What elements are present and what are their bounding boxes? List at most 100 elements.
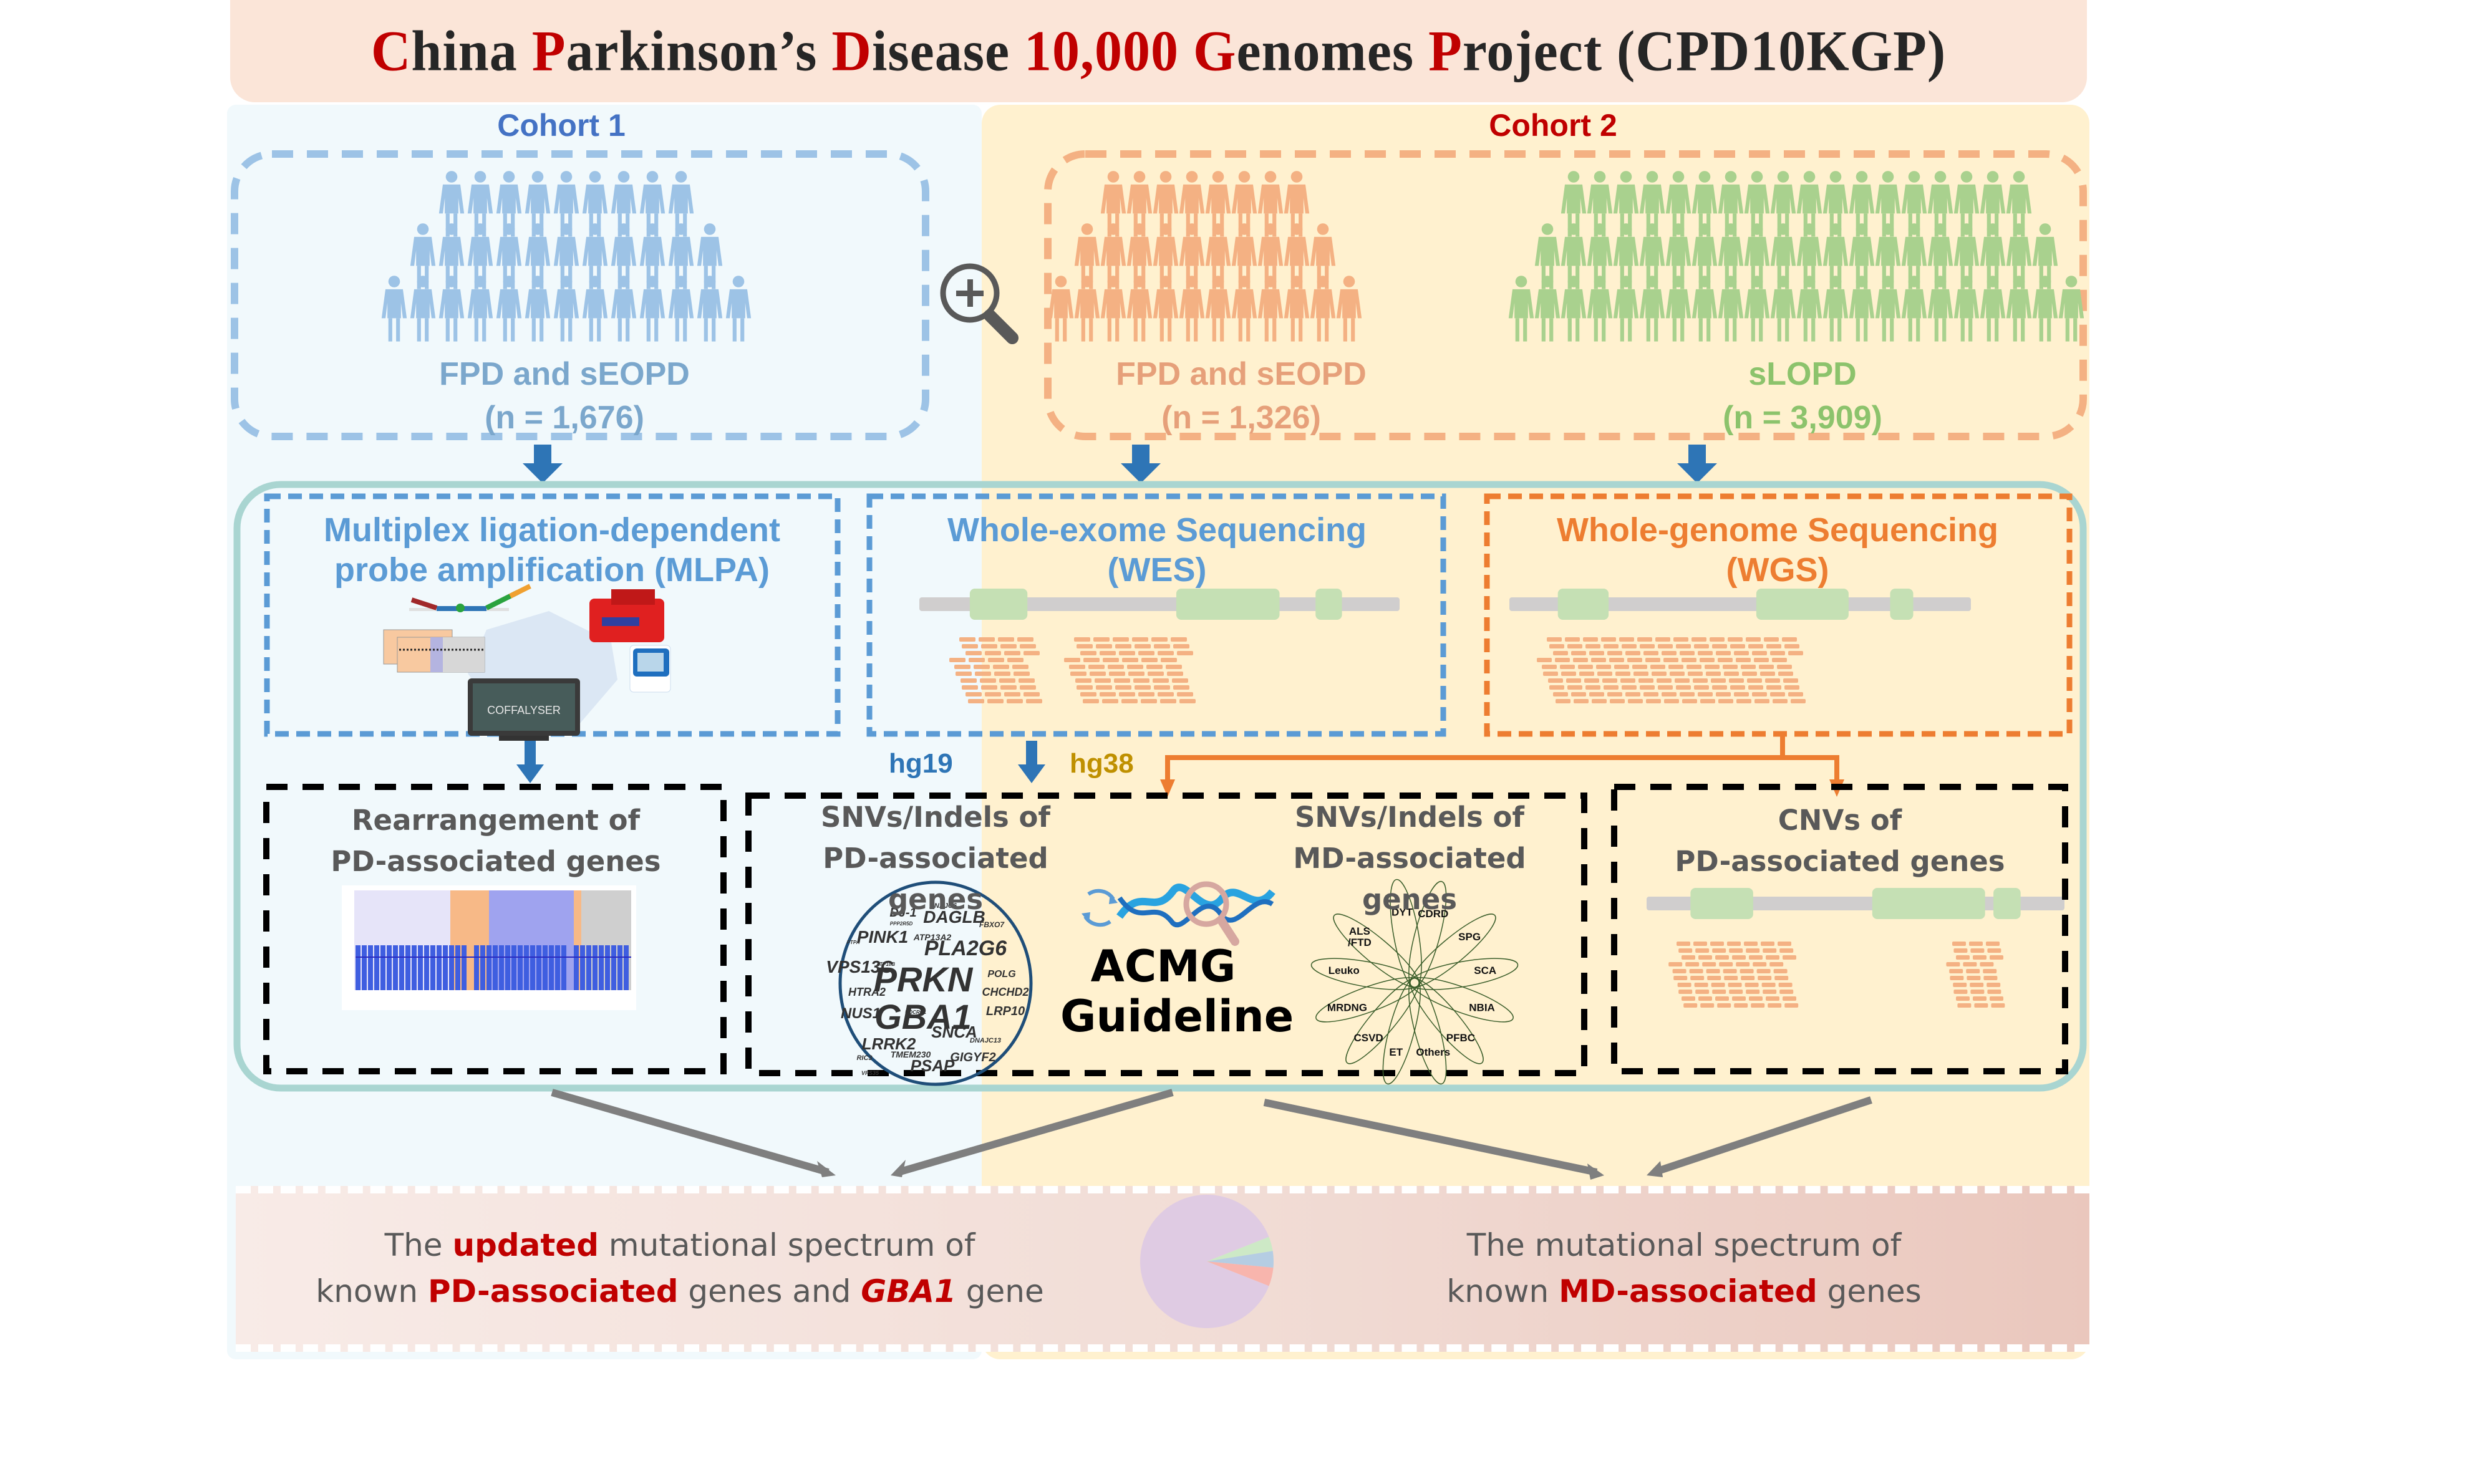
read <box>1953 983 1967 987</box>
read <box>1778 672 1793 676</box>
flower-petal <box>1409 958 1519 990</box>
disease-category-label: MRDNG <box>1327 1001 1367 1013</box>
read <box>1549 644 1564 648</box>
person-icon <box>1508 276 1534 342</box>
read <box>1680 692 1695 696</box>
read <box>1602 678 1617 683</box>
snv-md-title: SNVs/Indels of MD-associated genes <box>1247 797 1572 920</box>
read <box>1620 678 1635 683</box>
read <box>1970 948 1985 953</box>
title-text-segment: roject (CPD10KGP) <box>1462 19 1947 83</box>
gene-word: TMEM230 <box>891 1049 931 1059</box>
snv-pd-title-line1: SNVs/Indels of <box>821 801 1050 834</box>
read <box>1668 962 1683 966</box>
highlight-pd-associated: PD-associated <box>427 1273 679 1309</box>
read <box>1632 665 1647 669</box>
read <box>1724 672 1739 676</box>
read <box>1622 644 1637 648</box>
read <box>1752 692 1767 696</box>
read <box>1700 1003 1715 1008</box>
read <box>1637 637 1652 642</box>
read <box>1153 678 1169 683</box>
read <box>1758 976 1772 980</box>
read <box>949 658 965 662</box>
read <box>1017 637 1033 642</box>
exon-block <box>1315 589 1342 620</box>
read <box>1589 651 1604 655</box>
read <box>1154 644 1170 648</box>
read <box>975 672 991 676</box>
read <box>1747 678 1762 683</box>
mlpa-ratio-bar <box>518 945 523 990</box>
title-accent-letter: 10,000 <box>1024 19 1194 83</box>
read <box>1983 969 1997 973</box>
mlpa-ratio-bar <box>586 945 591 990</box>
cohort2-group-box <box>1044 150 2087 440</box>
read <box>1695 990 1710 994</box>
person-icon <box>525 276 551 342</box>
read <box>1788 692 1803 696</box>
read <box>959 637 975 642</box>
read <box>1715 955 1729 960</box>
mlpa-ratio-bar <box>561 945 566 990</box>
read <box>1717 1003 1731 1008</box>
mlpa-ratio-bar <box>611 945 616 990</box>
mlpa-title-line1: Multiplex ligation-dependent <box>324 511 780 549</box>
read <box>965 692 982 696</box>
gene-word: SNCA <box>931 1023 977 1041</box>
arrow-cohort1-to-mlpa <box>523 445 563 483</box>
read <box>1574 699 1589 703</box>
flower-petal <box>1345 977 1420 1064</box>
read <box>1712 990 1726 994</box>
read <box>1658 685 1673 690</box>
read <box>968 699 984 703</box>
disease-category-label: DYT <box>1391 907 1413 918</box>
person-icon <box>611 276 637 342</box>
person-icon <box>1534 276 1561 342</box>
read <box>1007 699 1023 703</box>
read <box>1980 962 1994 966</box>
title-accent-letter: G <box>1193 19 1237 83</box>
person-icon <box>1718 276 1744 342</box>
read <box>1766 644 1781 648</box>
gene-word: HTRA2 <box>848 986 886 998</box>
read <box>1693 678 1708 683</box>
read <box>1675 678 1690 683</box>
read <box>1151 637 1168 642</box>
read <box>1746 990 1760 994</box>
read <box>1761 983 1776 987</box>
read <box>1742 672 1757 676</box>
mlpa-workflow-illustration <box>383 584 671 741</box>
read <box>1702 962 1716 966</box>
person-icon <box>1336 276 1362 342</box>
read <box>1075 678 1091 683</box>
read <box>1074 637 1090 642</box>
read <box>1019 678 1035 683</box>
read <box>1650 665 1665 669</box>
read <box>1673 637 1688 642</box>
read <box>993 665 1009 669</box>
read <box>999 678 1015 683</box>
read <box>1543 672 1558 676</box>
read <box>1710 637 1725 642</box>
hg38-label: hg38 <box>1070 748 1134 779</box>
person-icon <box>1875 276 1901 342</box>
read <box>1578 665 1593 669</box>
flower-petal <box>1310 958 1420 990</box>
title-accent-letter: P <box>531 19 566 83</box>
read <box>1567 644 1582 648</box>
read <box>1990 996 2003 1001</box>
mlpa-ratio-bar <box>430 945 435 990</box>
person-icon <box>1665 276 1691 342</box>
read <box>974 665 990 669</box>
rearrangement-title-line2: PD-associated genes <box>331 845 661 878</box>
read <box>1662 651 1677 655</box>
read <box>1585 685 1600 690</box>
text: genes and <box>678 1273 861 1309</box>
read <box>1769 962 1784 966</box>
read <box>987 699 1004 703</box>
read <box>1622 685 1637 690</box>
text: gene <box>956 1273 1044 1309</box>
gene-word: UQCRC1 <box>905 1009 926 1015</box>
read <box>1026 699 1042 703</box>
